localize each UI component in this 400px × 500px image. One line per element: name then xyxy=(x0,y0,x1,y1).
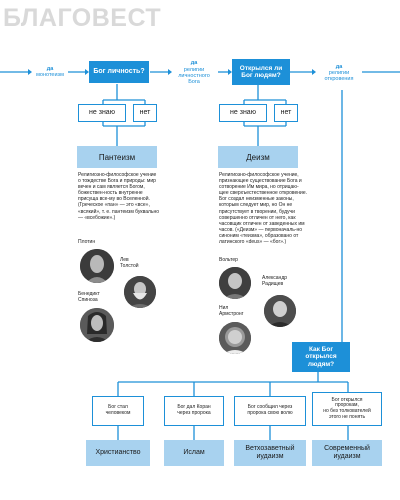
store-watermark: БЛАГОВЕСТ xyxy=(3,4,162,32)
question-how-revealed-line: открылся xyxy=(305,353,337,361)
answer-yes-label: да xyxy=(46,65,54,72)
pantheism-description: Религиозно-философское учение о тождеств… xyxy=(78,172,160,221)
answer-yes-label: да xyxy=(335,63,343,70)
question-god-revealed: Открылся ли Бог людям? xyxy=(232,59,290,85)
portrait-spinoza-icon xyxy=(80,308,114,342)
answer-no-2: нет xyxy=(274,104,298,122)
answer-yes-sublabel: личностного xyxy=(178,73,210,79)
person-name-spinoza: Бенедикт Спиноза xyxy=(78,291,100,304)
portrait-plotinus xyxy=(80,249,114,283)
answer-yes-sublabel: религии xyxy=(183,66,205,73)
answer-god-became-man: Бог стал человеком xyxy=(92,396,144,426)
religion-label: Ветхозаветный xyxy=(245,445,295,453)
deism-description: Религиозно-философское учение, признающе… xyxy=(219,172,307,246)
portrait-radishchev-icon xyxy=(264,295,296,327)
portrait-armstrong-icon xyxy=(219,322,251,354)
person-name-line: Лев xyxy=(120,257,129,263)
person-name-voltaire: Вольтер xyxy=(219,257,238,263)
answer-no-1: нет xyxy=(133,104,157,122)
answer-line: Бог стал xyxy=(108,404,128,411)
answer-dont-know-1: не знаю xyxy=(78,104,126,122)
question-god-revealed-line: Бог людям? xyxy=(241,72,281,79)
answer-yes-sublabel: Бога xyxy=(188,79,200,86)
portrait-armstrong xyxy=(219,322,251,354)
answer-dont-know-label: не знаю xyxy=(230,109,256,117)
deism-title-label: Деизм xyxy=(246,152,270,162)
person-name-line: Толстой xyxy=(120,262,139,269)
answer-line: но без толкователей xyxy=(323,408,371,414)
religion-label: Христианство xyxy=(95,449,141,457)
person-name-armstrong: Нил Армстронг xyxy=(219,305,244,318)
answer-yes-personal-god: да религии личностного Бога xyxy=(170,57,218,89)
portrait-tolstoy-icon xyxy=(124,276,156,308)
answer-yes-sublabel: религии xyxy=(328,69,350,76)
religion-christianity: Христианство xyxy=(86,440,150,466)
question-god-personal: Бог личность? xyxy=(89,61,149,83)
answer-line: пророка свою волю xyxy=(247,410,293,416)
question-god-revealed-line: Открылся ли xyxy=(239,64,283,72)
answer-yes-sublabel: откровения xyxy=(324,76,354,83)
religion-old-testament-judaism: Ветхозаветный иудаизм xyxy=(234,440,306,466)
answer-line: этого не понять xyxy=(328,413,366,420)
answer-yes-sublabel: монотеизм xyxy=(36,72,64,78)
answer-line: человеком xyxy=(105,410,131,416)
answer-no-label: нет xyxy=(280,109,292,117)
religion-label: иудаизм xyxy=(256,453,284,460)
portrait-radishchev xyxy=(264,295,296,327)
person-name-line: Бенедикт xyxy=(78,291,100,297)
portrait-voltaire xyxy=(219,267,251,299)
religion-label: иудаизм xyxy=(333,453,361,460)
person-name-line: Спиноза xyxy=(78,296,98,303)
answer-god-revealed-prophets: Бог открылся пророкам, но без толковател… xyxy=(312,392,382,426)
question-god-personal-label: Бог личность? xyxy=(93,68,145,76)
person-name-line: Армстронг xyxy=(219,310,244,317)
answer-line: Бог сообщил через xyxy=(247,404,293,411)
question-how-revealed-line: людям? xyxy=(307,360,335,368)
deism-title: Деизм xyxy=(218,146,298,168)
answer-line: Бог открылся xyxy=(331,396,363,403)
portrait-voltaire-icon xyxy=(219,267,251,299)
answer-line: через пророка xyxy=(177,410,211,416)
answer-dont-know-2: не знаю xyxy=(219,104,267,122)
person-name-line: Александр xyxy=(262,275,288,281)
answer-yes-revelation: да религии откровения xyxy=(314,58,364,88)
person-name-radishchev: Александр Радищев xyxy=(262,275,288,288)
person-name-plotinus: Плотин xyxy=(78,239,96,245)
answer-line: Бог дал Коран xyxy=(177,404,211,411)
portrait-tolstoy xyxy=(124,276,156,308)
answer-line: пророкам, xyxy=(335,402,359,409)
portrait-plotinus-icon xyxy=(80,249,114,283)
person-name-tolstoy: Лев Толстой xyxy=(120,257,139,270)
religion-label: Ислам xyxy=(183,449,205,457)
religion-label: Современный xyxy=(324,445,370,453)
religion-modern-judaism: Современный иудаизм xyxy=(312,440,382,466)
answer-yes-label: да xyxy=(190,60,198,67)
question-how-revealed-line: Как Бог xyxy=(308,346,334,354)
answer-no-label: нет xyxy=(139,109,151,117)
answer-yes-monotheism: да монотеизм xyxy=(30,60,70,84)
answer-dont-know-label: не знаю xyxy=(89,109,115,117)
pantheism-title: Пантеизм xyxy=(77,146,157,168)
question-how-revealed: Как Бог открылся людям? xyxy=(292,342,350,372)
answer-god-gave-quran: Бог дал Коран через пророка xyxy=(164,396,224,426)
person-name-line: Нил xyxy=(219,305,229,311)
religion-islam: Ислам xyxy=(164,440,224,466)
answer-god-revealed-will: Бог сообщил через пророка свою волю xyxy=(234,396,306,426)
portrait-spinoza xyxy=(80,308,114,342)
person-name-line: Радищев xyxy=(262,280,284,287)
pantheism-title-label: Пантеизм xyxy=(98,152,136,162)
